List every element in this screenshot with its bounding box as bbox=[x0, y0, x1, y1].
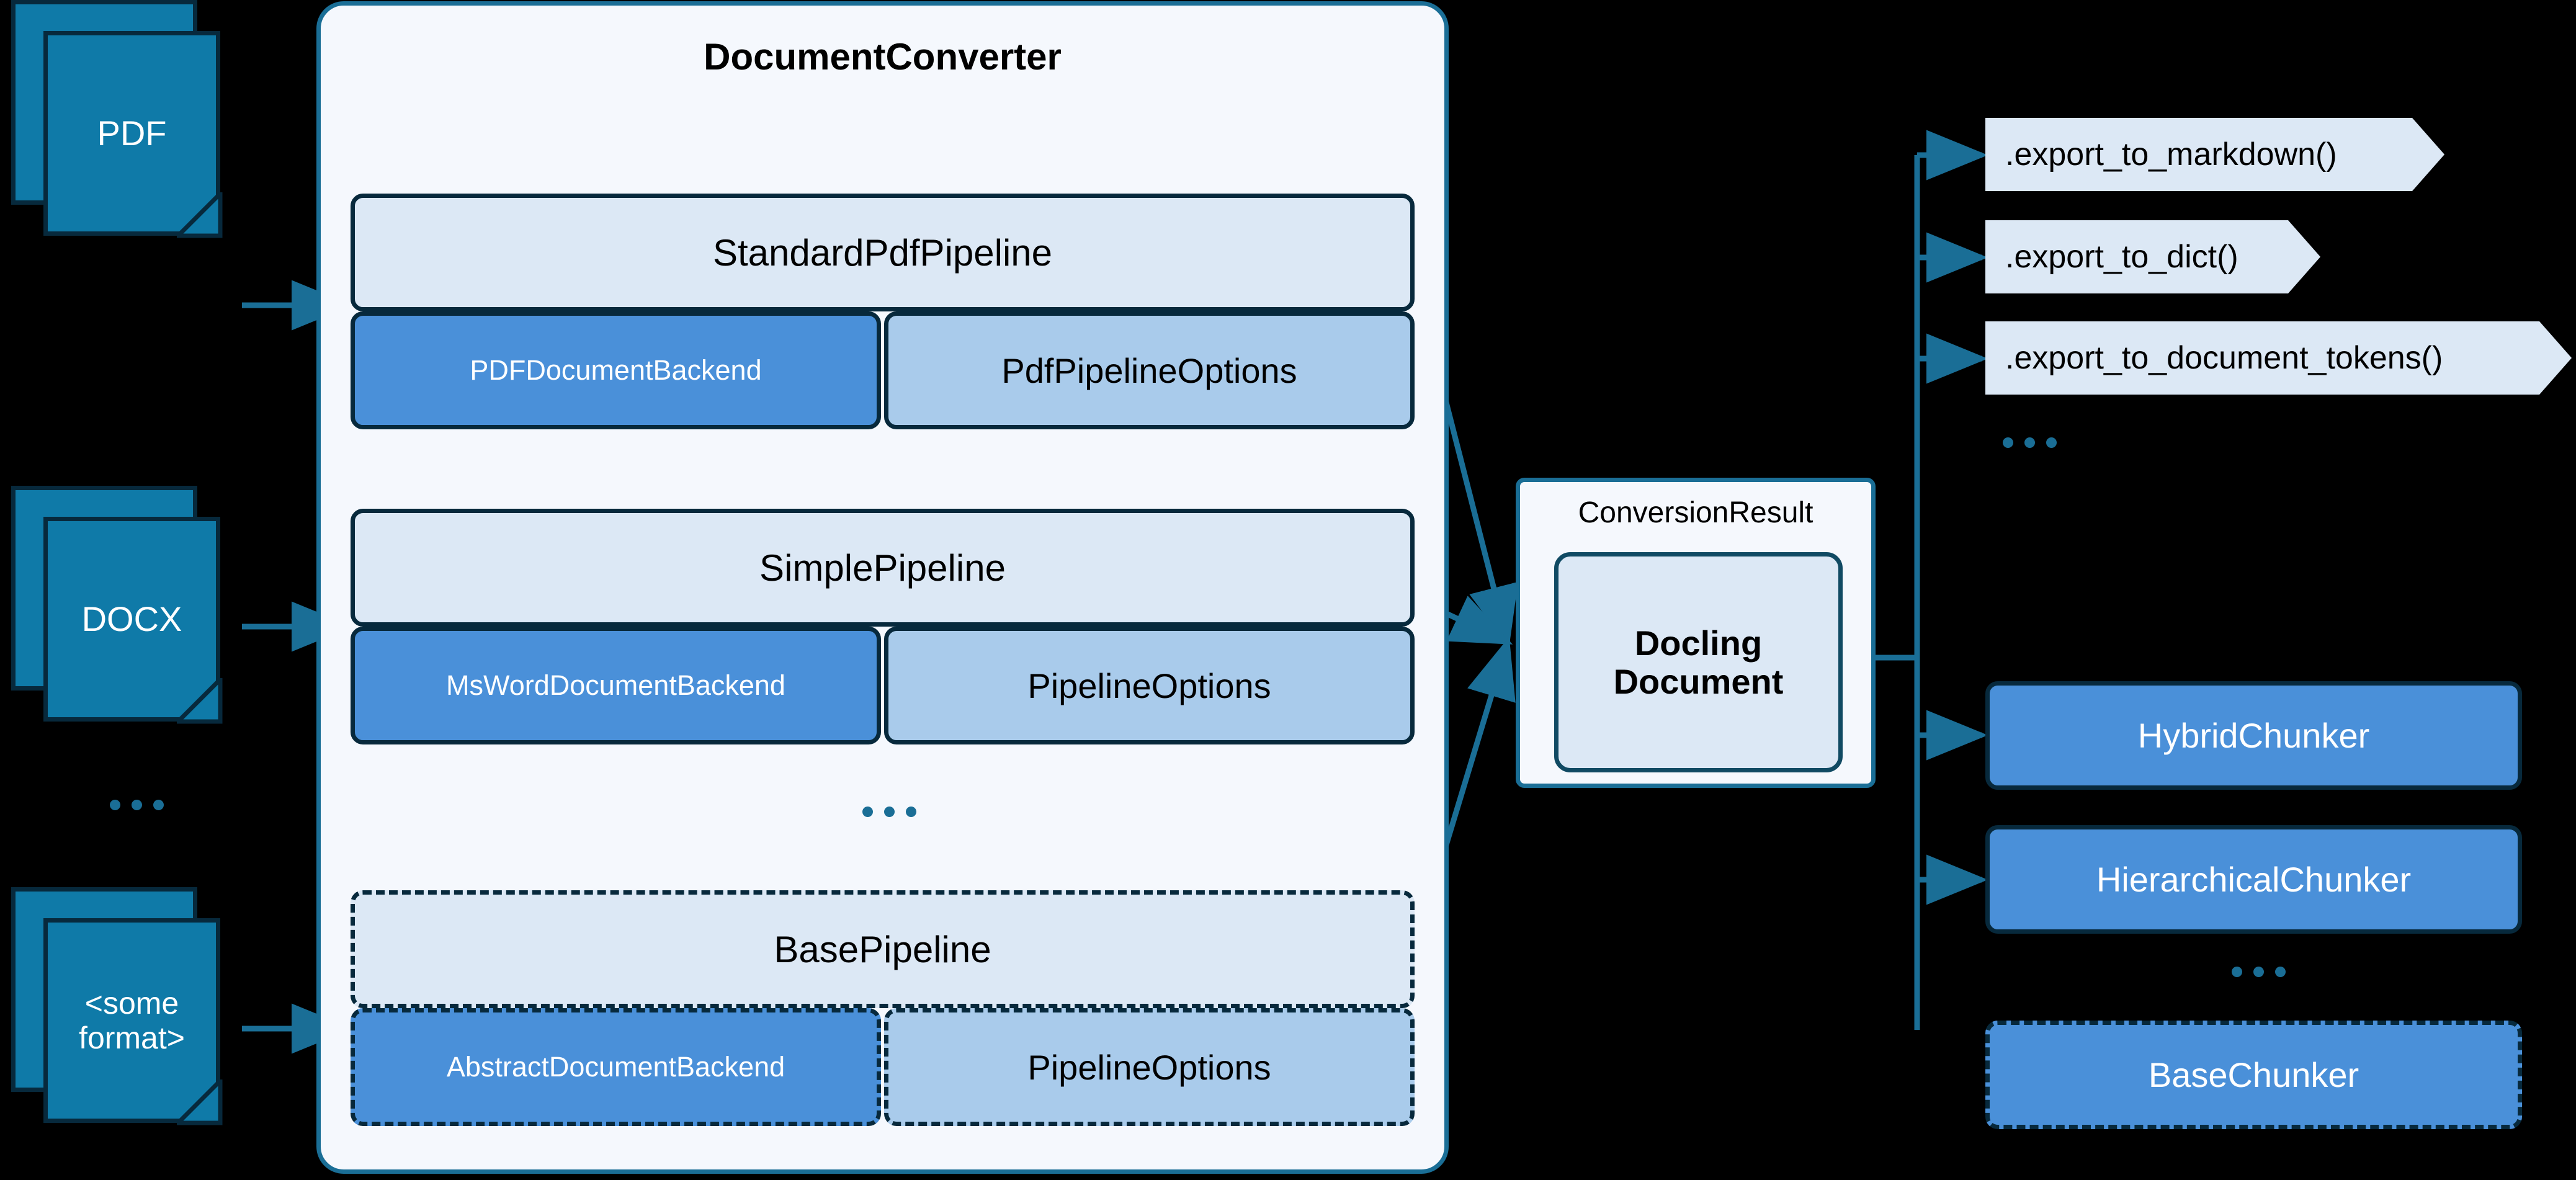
page-title: DocumentConverter bbox=[704, 36, 1062, 78]
pipeline-standardpdfpipeline-header[interactable]: StandardPdfPipeline bbox=[351, 194, 1415, 311]
dot bbox=[2003, 437, 2013, 448]
input-label: DOCX bbox=[81, 599, 182, 638]
chunker-hybridchunker[interactable]: HybridChunker bbox=[1985, 681, 2522, 790]
pipeline-name: SimplePipeline bbox=[759, 547, 1006, 589]
dot bbox=[862, 807, 873, 817]
dot bbox=[153, 800, 164, 810]
doc-front-sheet: <some format> bbox=[43, 918, 220, 1123]
inputs-ellipsis bbox=[110, 800, 175, 810]
page-fold-icon bbox=[177, 192, 223, 238]
export-label: .export_to_document_tokens() bbox=[2005, 340, 2443, 376]
input-label: PDF bbox=[97, 113, 167, 153]
backend-pdfdocumentbackend[interactable]: PDFDocumentBackend bbox=[351, 311, 881, 429]
export-label: .export_to_dict() bbox=[2005, 239, 2238, 275]
pipeline-name: BasePipeline bbox=[774, 928, 991, 970]
page-fold-icon bbox=[177, 678, 223, 724]
chunker-label: HybridChunker bbox=[2137, 716, 2370, 755]
chunker-label: BaseChunker bbox=[2148, 1055, 2359, 1094]
dot bbox=[2232, 967, 2242, 977]
backend-name: MsWordDocumentBackend bbox=[446, 669, 785, 701]
dot bbox=[110, 800, 120, 810]
export-document-tokens-chevron[interactable]: .export_to_document_tokens() bbox=[1985, 321, 2572, 395]
backend-abstractdocumentbackend[interactable]: AbstractDocumentBackend bbox=[351, 1008, 881, 1126]
doc-front-sheet: PDF bbox=[43, 31, 220, 236]
backend-name: PDFDocumentBackend bbox=[470, 354, 762, 386]
options-pdfpipelineoptions[interactable]: PdfPipelineOptions bbox=[884, 311, 1415, 429]
options-name: PipelineOptions bbox=[1027, 1047, 1271, 1087]
input-doc-some-format[interactable]: <some format> bbox=[11, 887, 247, 1125]
doc-front-sheet: DOCX bbox=[43, 517, 220, 722]
dot bbox=[2253, 967, 2264, 977]
options-pipelineoptions[interactable]: PipelineOptions bbox=[884, 627, 1415, 744]
page-fold-icon bbox=[177, 1079, 223, 1125]
chunker-hierarchicalchunker[interactable]: HierarchicalChunker bbox=[1985, 825, 2522, 934]
dot bbox=[884, 807, 895, 817]
docling-document-label: Docling Document bbox=[1613, 623, 1784, 701]
conversion-result-label: ConversionResult bbox=[1578, 496, 1813, 529]
pipeline-name: StandardPdfPipeline bbox=[712, 231, 1053, 274]
export-markdown-chevron[interactable]: .export_to_markdown() bbox=[1985, 118, 2444, 191]
input-doc-docx[interactable]: DOCX bbox=[11, 486, 247, 724]
export-dict-chevron[interactable]: .export_to_dict() bbox=[1985, 220, 2320, 293]
options-pipelineoptions-base[interactable]: PipelineOptions bbox=[884, 1008, 1415, 1126]
converter-ellipsis bbox=[862, 807, 928, 817]
pipeline-simplepipeline-header[interactable]: SimplePipeline bbox=[351, 509, 1415, 627]
dot bbox=[2275, 967, 2286, 977]
export-label: .export_to_markdown() bbox=[2005, 136, 2337, 172]
input-label: <some format> bbox=[79, 986, 185, 1055]
backend-msworddocumentbackend[interactable]: MsWordDocumentBackend bbox=[351, 627, 881, 744]
options-name: PipelineOptions bbox=[1027, 666, 1271, 705]
backend-name: AbstractDocumentBackend bbox=[446, 1051, 785, 1083]
chunker-label: HierarchicalChunker bbox=[2096, 860, 2412, 899]
input-doc-pdf[interactable]: PDF bbox=[11, 0, 247, 238]
chunker-basechunker[interactable]: BaseChunker bbox=[1985, 1021, 2522, 1129]
docling-document-box[interactable]: Docling Document bbox=[1554, 552, 1843, 772]
dot bbox=[906, 807, 916, 817]
dot bbox=[2046, 437, 2057, 448]
options-name: PdfPipelineOptions bbox=[1001, 351, 1297, 390]
dot bbox=[2024, 437, 2035, 448]
dot bbox=[132, 800, 142, 810]
chunkers-ellipsis bbox=[2232, 967, 2297, 977]
exports-ellipsis bbox=[2003, 437, 2068, 448]
pipeline-basepipeline-header[interactable]: BasePipeline bbox=[351, 890, 1415, 1008]
